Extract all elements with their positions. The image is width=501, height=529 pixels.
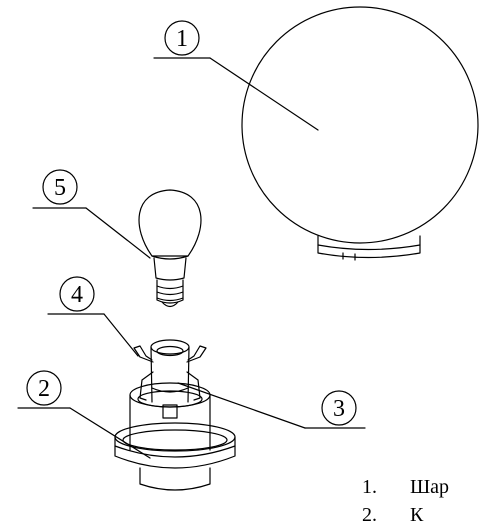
callout-3: 3 [177,382,366,429]
legend-item-number: 2. [362,504,377,526]
lamp-base [114,382,236,491]
lamp-socket [133,339,207,403]
callout-5-number: 5 [54,175,66,201]
globe-shade [241,6,479,261]
callout-5: 5 [32,169,151,259]
callout-1-number: 1 [176,26,188,52]
callout-3-number: 3 [333,396,345,422]
led-bulb [138,189,202,308]
parts-legend: 1. Шар 2. К [362,473,449,529]
legend-item-number: 1. [362,476,377,498]
exploded-assembly-drawing: 1 5 4 2 3 [17,6,479,491]
callout-4-number: 4 [71,282,83,308]
callout-2: 2 [17,370,151,459]
legend-item-label: К [410,504,424,526]
legend-item-label: Шар [410,476,450,498]
legend-item: 2. К [362,501,449,529]
callout-4: 4 [47,276,139,357]
callout-1: 1 [153,20,319,131]
callout-2-number: 2 [38,376,50,402]
legend-item: 1. Шар [362,473,449,501]
